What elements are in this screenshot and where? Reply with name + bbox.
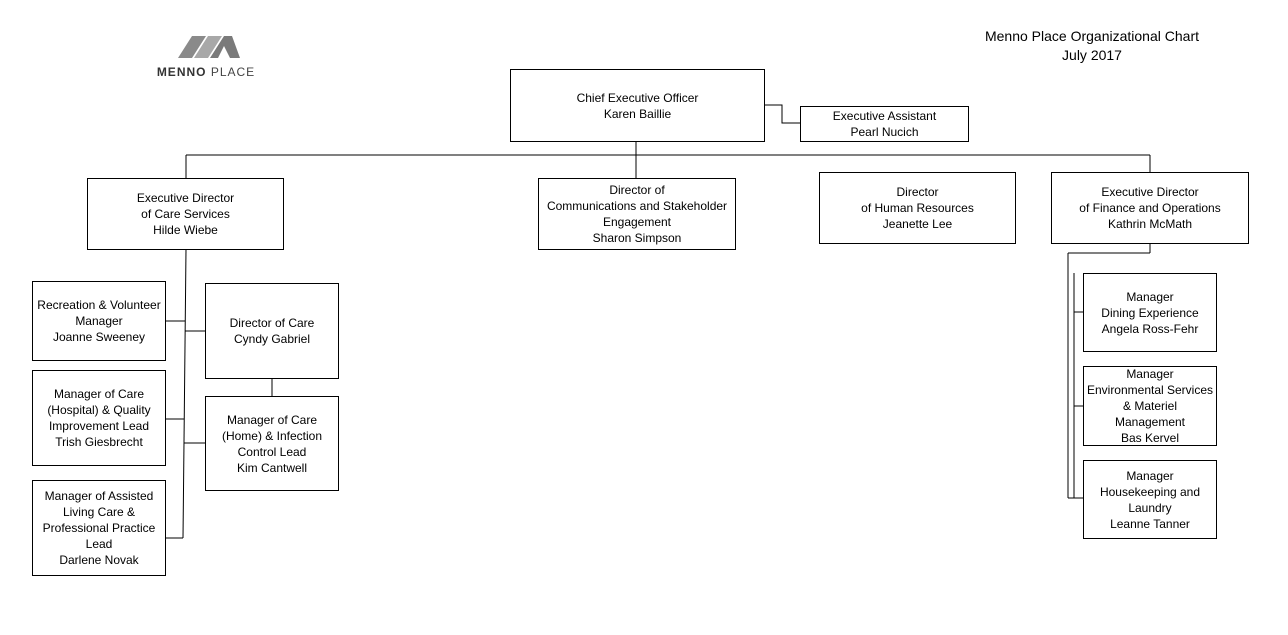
node-title: Communications and Stakeholder [546,199,728,213]
node-title: Manager of Care [53,387,145,401]
node-person: Darlene Novak [59,553,139,567]
node-person: Kim Cantwell [236,460,308,475]
node-care-hospital: Manager of Care (Hospital) & Quality Imp… [32,370,166,466]
node-title: Control Lead [237,444,307,459]
node-person: Sharon Simpson [592,231,682,245]
node-title: Engagement [602,215,672,229]
node-person: Joanne Sweeney [52,330,146,344]
node-human-resources: Director of Human Resources Jeanette Lee [819,172,1016,244]
node-title: Manager [75,314,123,328]
node-title: Director [896,185,939,199]
node-title: & Materiel [1122,399,1178,413]
node-dining: Manager Dining Experience Angela Ross-Fe… [1083,273,1217,352]
node-title: Manager of Assisted [44,489,154,503]
node-title: (Home) & Infection [221,428,323,443]
node-title: Director of Care [229,316,315,330]
node-person: Trish Giesbrecht [55,435,143,449]
node-person: Bas Kervel [1120,431,1180,445]
logo-word-menno: MENNO [156,65,207,79]
node-title: Manager of Care [226,412,318,427]
node-director-of-care: Director of Care Cyndy Gabriel [205,283,339,379]
logo-mark-icon [178,36,240,58]
node-care-services: Executive Director of Care Services Hild… [87,178,284,250]
node-executive-assistant: Executive Assistant Pearl Nucich [800,106,969,142]
node-environmental: Manager Environmental Services & Materie… [1083,366,1217,446]
chart-title: Menno Place Organizational Chart [984,28,1199,44]
node-title: Housekeeping and [1099,484,1201,499]
node-person: Pearl Nucich [850,125,919,139]
node-person: Karen Baillie [603,106,672,121]
node-title: of Finance and Operations [1079,201,1221,215]
node-person: Jeanette Lee [882,217,953,231]
node-title: Manager [1126,468,1174,483]
node-title: Recreation & Volunteer [37,298,161,312]
node-person: Leanne Tanner [1110,516,1190,531]
node-title: Dining Experience [1101,305,1199,320]
node-title: Lead [85,537,113,551]
node-title: Director of [609,183,665,197]
node-assisted-living: Manager of Assisted Living Care & Profes… [32,480,166,576]
node-title: Manager [1126,367,1174,381]
node-title: Professional Practice [42,521,156,535]
node-title: of Care Services [141,207,230,221]
node-title: Improvement Lead [48,419,150,433]
node-person: Cyndy Gabriel [233,332,311,346]
node-title: (Hospital) & Quality [47,403,151,417]
node-title: of Human Resources [861,201,974,215]
node-housekeeping: Manager Housekeeping and Laundry Leanne … [1083,460,1217,539]
node-title: Executive Assistant [832,109,937,123]
node-title: Environmental Services [1086,383,1214,397]
menno-place-logo: MENNO PLACE [150,32,262,82]
node-title: Management [1114,415,1186,429]
chart-date: July 2017 [1062,47,1122,63]
node-title: Executive Director [1101,185,1199,199]
node-person: Angela Ross-Fehr [1101,321,1199,336]
node-title: Living Care & [62,505,136,519]
node-title: Chief Executive Officer [576,90,699,105]
node-ceo: Chief Executive Officer Karen Baillie [510,69,765,142]
node-communications: Director of Communications and Stakehold… [538,178,736,250]
node-person: Hilde Wiebe [153,223,218,237]
node-title: Laundry [1128,500,1172,515]
node-care-home: Manager of Care (Home) & Infection Contr… [205,396,339,491]
node-title: Executive Director [136,191,235,205]
chart-header: Menno Place Organizational Chart July 20… [960,27,1224,65]
node-finance: Executive Director of Finance and Operat… [1051,172,1249,244]
node-recreation: Recreation & Volunteer Manager Joanne Sw… [32,281,166,361]
node-person: Kathrin McMath [1107,217,1193,231]
node-title: Manager [1126,289,1174,304]
logo-word-place: PLACE [210,65,256,79]
